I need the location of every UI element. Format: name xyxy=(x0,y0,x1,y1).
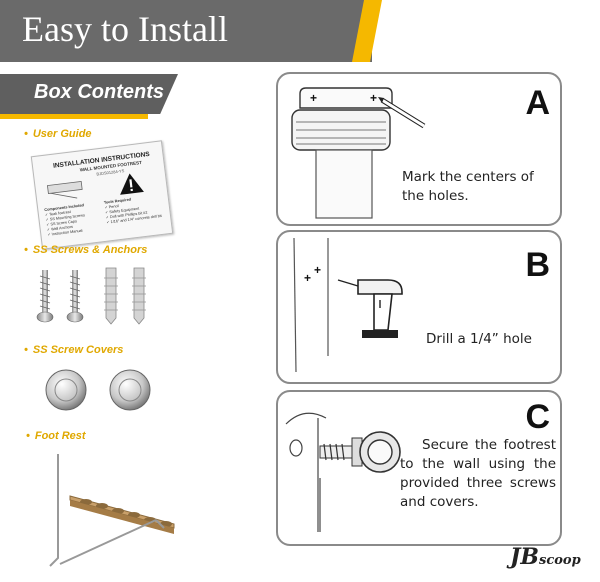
wall-anchor-icon xyxy=(104,267,118,325)
drill-illustration: + + xyxy=(293,237,403,373)
screws-anchors-image xyxy=(36,267,146,325)
step-a-letter: A xyxy=(525,84,550,122)
item-label-foot-rest: •Foot Rest xyxy=(26,430,86,442)
step-a-panel: + + A Mark the centers of the holes. xyxy=(276,72,562,226)
user-guide-card: INSTALLATION INSTRUCTIONS WALL MOUNTED F… xyxy=(30,140,174,250)
item-label-text: Foot Rest xyxy=(34,430,86,442)
wall-anchor-icon xyxy=(132,267,146,325)
svg-text:+: + xyxy=(304,271,311,285)
footrest-sketch-icon xyxy=(46,180,83,199)
svg-text:+: + xyxy=(370,91,377,105)
svg-text:+: + xyxy=(314,263,321,277)
secure-footrest-illustration xyxy=(285,412,401,532)
drill-icon xyxy=(337,279,403,338)
step-b-letter: B xyxy=(525,246,550,284)
item-label-screws-anchors: •SS Screws & Anchors xyxy=(24,244,148,256)
item-label-screw-covers: •SS Screw Covers xyxy=(24,344,124,356)
item-label-user-guide: •User Guide xyxy=(24,128,92,140)
box-contents-accent-stripe xyxy=(0,114,148,119)
mark-holes-illustration: + + xyxy=(291,87,426,219)
svg-text:+: + xyxy=(310,91,317,105)
step-c-panel: C Secure the footrest to the wall using … xyxy=(276,390,562,546)
item-label-text: SS Screw Covers xyxy=(32,344,124,356)
components-list: Components Included ✓ Teak footrest ✓ SS… xyxy=(44,203,87,238)
item-label-text: User Guide xyxy=(32,128,92,140)
screw-icon xyxy=(66,270,84,323)
pencil-icon xyxy=(378,97,426,129)
step-b-panel: + + B Drill a 1/4” hole xyxy=(276,230,562,384)
footrest-image xyxy=(49,454,175,567)
item-label-text: SS Screws & Anchors xyxy=(32,244,148,256)
screw-cover-icon xyxy=(351,431,401,473)
step-a-text: Mark the centers of the holes. xyxy=(402,169,534,204)
header-banner xyxy=(0,0,372,62)
warning-icon xyxy=(120,173,144,195)
tools-list: Tools Required ✓ Pencil ✓ Safety Equipme… xyxy=(104,194,162,226)
logo-main-text: JB xyxy=(510,544,540,570)
logo-sub-text: scoop xyxy=(539,553,581,568)
box-contents-banner xyxy=(0,74,178,114)
step-b-text: Drill a 1/4” hole xyxy=(426,331,532,347)
jbscoop-logo: JBscoop xyxy=(510,544,581,570)
screw-cover-icon xyxy=(45,369,87,411)
step-c-text: Secure the footrest to the wall using th… xyxy=(400,437,556,510)
page-title: Easy to Install xyxy=(22,9,228,49)
step-c-letter: C xyxy=(525,398,550,436)
box-contents-title: Box Contents xyxy=(34,81,164,103)
screw-cover-icon xyxy=(109,369,151,411)
screw-covers-image xyxy=(45,369,151,411)
screw-icon xyxy=(36,270,54,323)
screw-icon xyxy=(319,443,353,461)
